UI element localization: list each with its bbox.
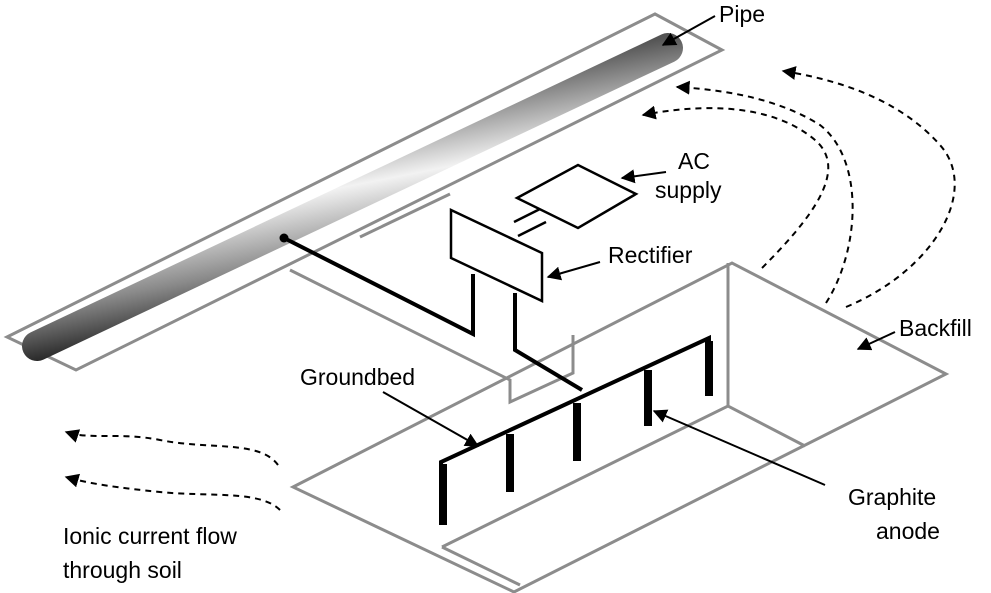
ac-supply-label-line2: supply bbox=[655, 177, 722, 203]
current-flow-arrow-5 bbox=[64, 473, 281, 511]
backfill-label: Backfill bbox=[899, 315, 972, 341]
pipe-trench-outline bbox=[3, 12, 726, 372]
ac-supply-box bbox=[514, 163, 639, 230]
graphite-anode-label-line1: Graphite bbox=[848, 484, 936, 510]
groundbed-leader bbox=[382, 391, 480, 447]
ac-connector-1 bbox=[513, 206, 543, 224]
graphite-anode-leader bbox=[652, 409, 826, 486]
pipe bbox=[22, 33, 683, 361]
ionic-flow-label-line2: through soil bbox=[63, 557, 182, 583]
backfill-leader bbox=[856, 331, 896, 351]
groundbed-pit-interior bbox=[441, 404, 806, 549]
pipe-label: Pipe bbox=[719, 1, 765, 27]
pipe-leader bbox=[661, 15, 716, 46]
groundbed-wire bbox=[513, 293, 584, 392]
ac-connector-2 bbox=[517, 220, 547, 238]
current-flow-arrow-3 bbox=[781, 66, 956, 308]
rectifier-label: Rectifier bbox=[608, 242, 693, 268]
ac-supply-label-line1: AC bbox=[678, 148, 710, 174]
groundbed-pit-rim bbox=[289, 261, 950, 593]
connecting-trench-outline bbox=[289, 268, 575, 405]
current-flow-arrow-1 bbox=[641, 105, 830, 269]
ionic-flow-label-line1: Ionic current flow bbox=[63, 523, 237, 549]
pipe-wire bbox=[283, 236, 475, 338]
groundbed-pit-bottom-edge bbox=[441, 545, 521, 587]
connecting-trench-outline-upper bbox=[359, 192, 451, 239]
rectifier-leader bbox=[546, 261, 601, 281]
current-flow-arrow-2 bbox=[675, 80, 854, 304]
groundbed-label: Groundbed bbox=[300, 364, 415, 390]
graphite-anode-label-line2: anode bbox=[876, 518, 940, 544]
ac-supply-leader bbox=[620, 169, 667, 184]
rectifier-box bbox=[449, 208, 544, 303]
current-flow-arrow-4 bbox=[64, 429, 279, 466]
